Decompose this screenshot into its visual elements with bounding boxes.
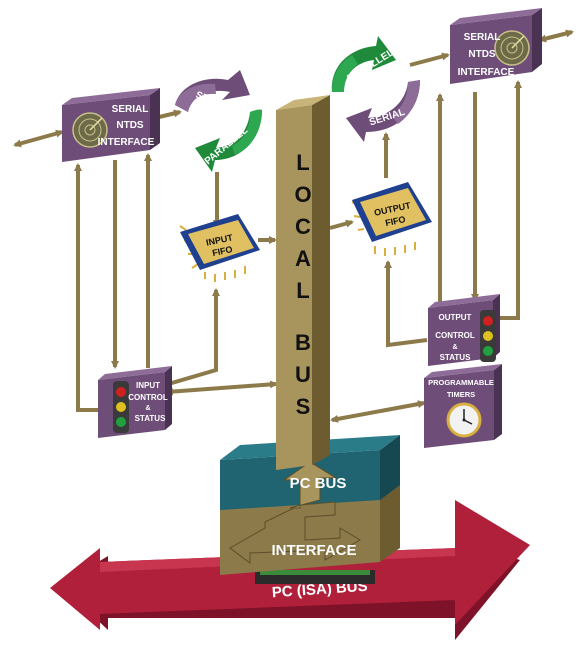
yellow-light-icon (116, 402, 126, 412)
local-bus-letter-8: S (296, 394, 311, 419)
output-ctrl-line4: STATUS (440, 353, 471, 362)
local-bus-letter-7: U (295, 362, 311, 387)
output-ctrl-line3: & (452, 344, 457, 351)
local-bus-letter-1: L (296, 150, 309, 175)
green-light-icon (483, 346, 493, 356)
local-bus-letter-6: B (295, 330, 311, 355)
right-serial-line1: SERIAL (464, 32, 501, 43)
clock-icon (446, 402, 482, 438)
left-serial-line2: NTDS (116, 120, 144, 131)
s2p-line2: TO (233, 119, 244, 128)
green-light-icon (116, 417, 126, 427)
parallel-to-serial-converter: PARALLEL TO SERIAL (331, 36, 420, 142)
timers-line1: PROGRAMMABLE (428, 378, 494, 387)
input-ctrl-line2: CONTROL (128, 393, 168, 402)
input-ctrl-line1: INPUT (136, 381, 160, 390)
red-light-icon (483, 316, 493, 326)
serial-ntds-interface-right: SERIAL NTDS INTERFACE (450, 8, 542, 84)
programmable-timers: PROGRAMMABLE TIMERS (424, 364, 502, 448)
local-bus-letter-5: L (296, 278, 309, 303)
red-light-icon (116, 387, 126, 397)
right-serial-line3: INTERFACE (458, 67, 515, 78)
input-ctrl-line3: & (145, 405, 150, 412)
timers-line2: TIMERS (447, 390, 475, 399)
input-fifo-chip: INPUT FIFO (179, 214, 260, 282)
right-serial-line2: NTDS (468, 49, 496, 60)
radar-icon (494, 30, 530, 66)
input-control-status: INPUT CONTROL & STATUS (98, 366, 172, 438)
output-ctrl-line2: CONTROL (435, 331, 475, 340)
pc-bus-label: PC BUS (290, 475, 347, 492)
output-control-status: OUTPUT CONTROL & STATUS (428, 294, 500, 366)
serial-to-parallel-converter: SERIAL TO PARALLEL (175, 70, 262, 172)
output-ctrl-line1: OUTPUT (439, 313, 472, 322)
signal-wires (13, 29, 574, 423)
pc-bus-interface: PC BUS INTERFACE (220, 435, 400, 584)
p2s-line2: TO (391, 88, 402, 97)
yellow-light-icon (483, 331, 493, 341)
input-fifo-line2: FIFO (211, 244, 233, 258)
left-serial-line3: INTERFACE (98, 137, 155, 148)
input-ctrl-line4: STATUS (135, 414, 166, 423)
left-serial-line1: SERIAL (112, 104, 149, 115)
interface-label: INTERFACE (271, 542, 356, 559)
serial-ntds-interface-left: SERIAL NTDS INTERFACE (62, 88, 160, 162)
output-fifo-line2: FIFO (384, 214, 406, 228)
local-bus-letter-3: C (295, 214, 311, 239)
local-bus-letter-4: A (295, 246, 311, 271)
output-fifo-chip: OUTPUT FIFO (351, 182, 432, 256)
local-bus: L O C A L B U S (276, 95, 330, 470)
local-bus-letter-2: O (294, 182, 311, 207)
radar-icon (72, 112, 108, 148)
